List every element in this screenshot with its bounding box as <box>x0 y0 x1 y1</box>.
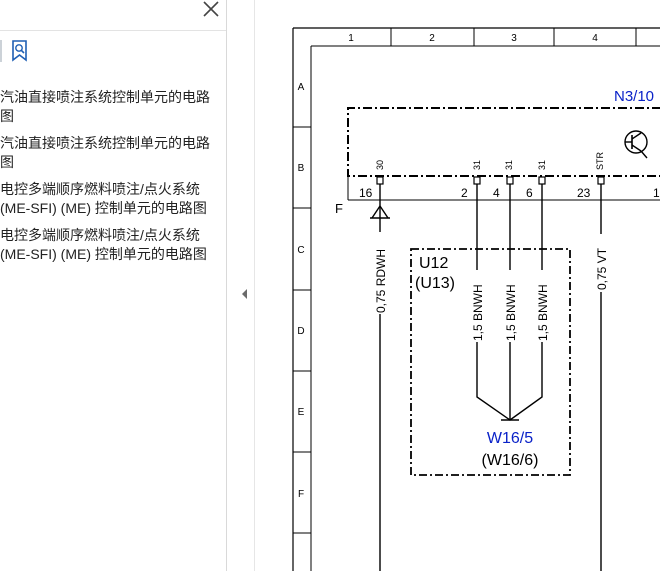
pin-number: 16 <box>359 186 373 200</box>
pin-contact <box>473 176 481 185</box>
pin-contact <box>506 176 514 185</box>
close-icon <box>203 1 219 17</box>
pin-number: 6 <box>526 186 533 200</box>
pin-number: 1 <box>653 186 660 200</box>
wire-label-bg <box>504 270 516 342</box>
pin-number: 2 <box>461 186 468 200</box>
pin-terminal: 31 <box>472 160 482 170</box>
bookmark-line: 图 <box>0 108 14 124</box>
wire-label-bg <box>595 234 607 292</box>
splice-sub-label: (U13) <box>415 275 455 292</box>
ground-sub-label: (W16/6) <box>482 452 539 469</box>
row-label: E <box>298 407 305 418</box>
row-label: B <box>298 163 305 174</box>
bookmark-line: 汽油直接喷注系统控制单元的电路 <box>0 89 210 105</box>
close-sidebar-button[interactable] <box>200 0 222 20</box>
wire-label-bg <box>374 232 386 314</box>
bookmark-line: 电控多端顺序燃料喷注/点火系统 <box>0 227 200 243</box>
row-label: F <box>298 489 304 500</box>
bookmark-item-3[interactable]: 电控多端顺序燃料喷注/点火系统 (ME-SFI) (ME) 控制单元的电路图 <box>0 180 226 218</box>
column-label: 2 <box>429 33 435 44</box>
control-unit-label: N3/10 <box>614 88 654 105</box>
bookmark-line: 汽油直接喷注系统控制单元的电路 <box>0 135 210 151</box>
connector-side-label: F <box>335 201 343 216</box>
bookmark-line: 图 <box>0 154 14 170</box>
pin-terminal: 31 <box>504 160 514 170</box>
document-viewer[interactable]: 1 2 3 4 A B C D E F N3/10 F 30 31 31 31 <box>254 0 660 571</box>
column-label: 3 <box>511 33 517 44</box>
pane-gutter <box>227 0 254 571</box>
wire-label: 1,5 BNWH <box>536 284 550 341</box>
bookmark-search-icon <box>0 40 27 62</box>
row-label: A <box>298 82 305 93</box>
wire-label: 0,75 VT <box>595 247 609 290</box>
pin-contact <box>538 176 546 185</box>
bookmark-line: (ME-SFI) (ME) 控制单元的电路图 <box>0 200 207 216</box>
bookmark-item-2[interactable]: 汽油直接喷注系统控制单元的电路 图 <box>0 134 226 172</box>
pin-terminal: STR <box>595 151 605 170</box>
pin-terminal: 30 <box>375 160 385 170</box>
plug-connector-symbol <box>371 204 389 219</box>
bookmark-search-button[interactable] <box>0 36 40 66</box>
transistor-symbol <box>624 130 648 159</box>
row-label: D <box>297 326 304 337</box>
bookmark-item-1[interactable]: 汽油直接喷注系统控制单元的电路 图 <box>0 88 226 126</box>
collapse-sidebar-button[interactable] <box>240 286 250 302</box>
wire-label: 1,5 BNWH <box>471 284 485 341</box>
wire-label-bg <box>471 270 483 342</box>
control-unit-box <box>347 107 660 177</box>
row-label: C <box>297 245 304 256</box>
bookmark-sidebar: 汽油直接喷注系统控制单元的电路 图 汽油直接喷注系统控制单元的电路 图 电控多端… <box>0 0 227 571</box>
wire-label-bg <box>536 270 548 342</box>
pin-contact <box>597 176 605 185</box>
pin-contact <box>376 176 384 185</box>
bookmark-item-4[interactable]: 电控多端顺序燃料喷注/点火系统 (ME-SFI) (ME) 控制单元的电路图 <box>0 226 226 264</box>
pin-terminal: 31 <box>537 160 547 170</box>
triangle-left-icon <box>242 289 247 299</box>
ground-label: W16/5 <box>487 430 533 447</box>
pin-number: 4 <box>493 186 500 200</box>
column-label: 1 <box>348 33 354 44</box>
splice-label: U12 <box>419 255 448 272</box>
splice-box <box>410 248 571 476</box>
wiring-diagram: 1 2 3 4 A B C D E F N3/10 F 30 31 31 31 <box>292 27 660 571</box>
wire-label: 0,75 RDWH <box>374 249 388 313</box>
bookmark-line: 电控多端顺序燃料喷注/点火系统 <box>0 181 200 197</box>
wire-label: 1,5 BNWH <box>504 284 518 341</box>
column-label: 4 <box>592 33 598 44</box>
pin-number: 23 <box>577 186 591 200</box>
sidebar-divider <box>0 30 226 31</box>
bookmark-line: (ME-SFI) (ME) 控制单元的电路图 <box>0 246 207 262</box>
